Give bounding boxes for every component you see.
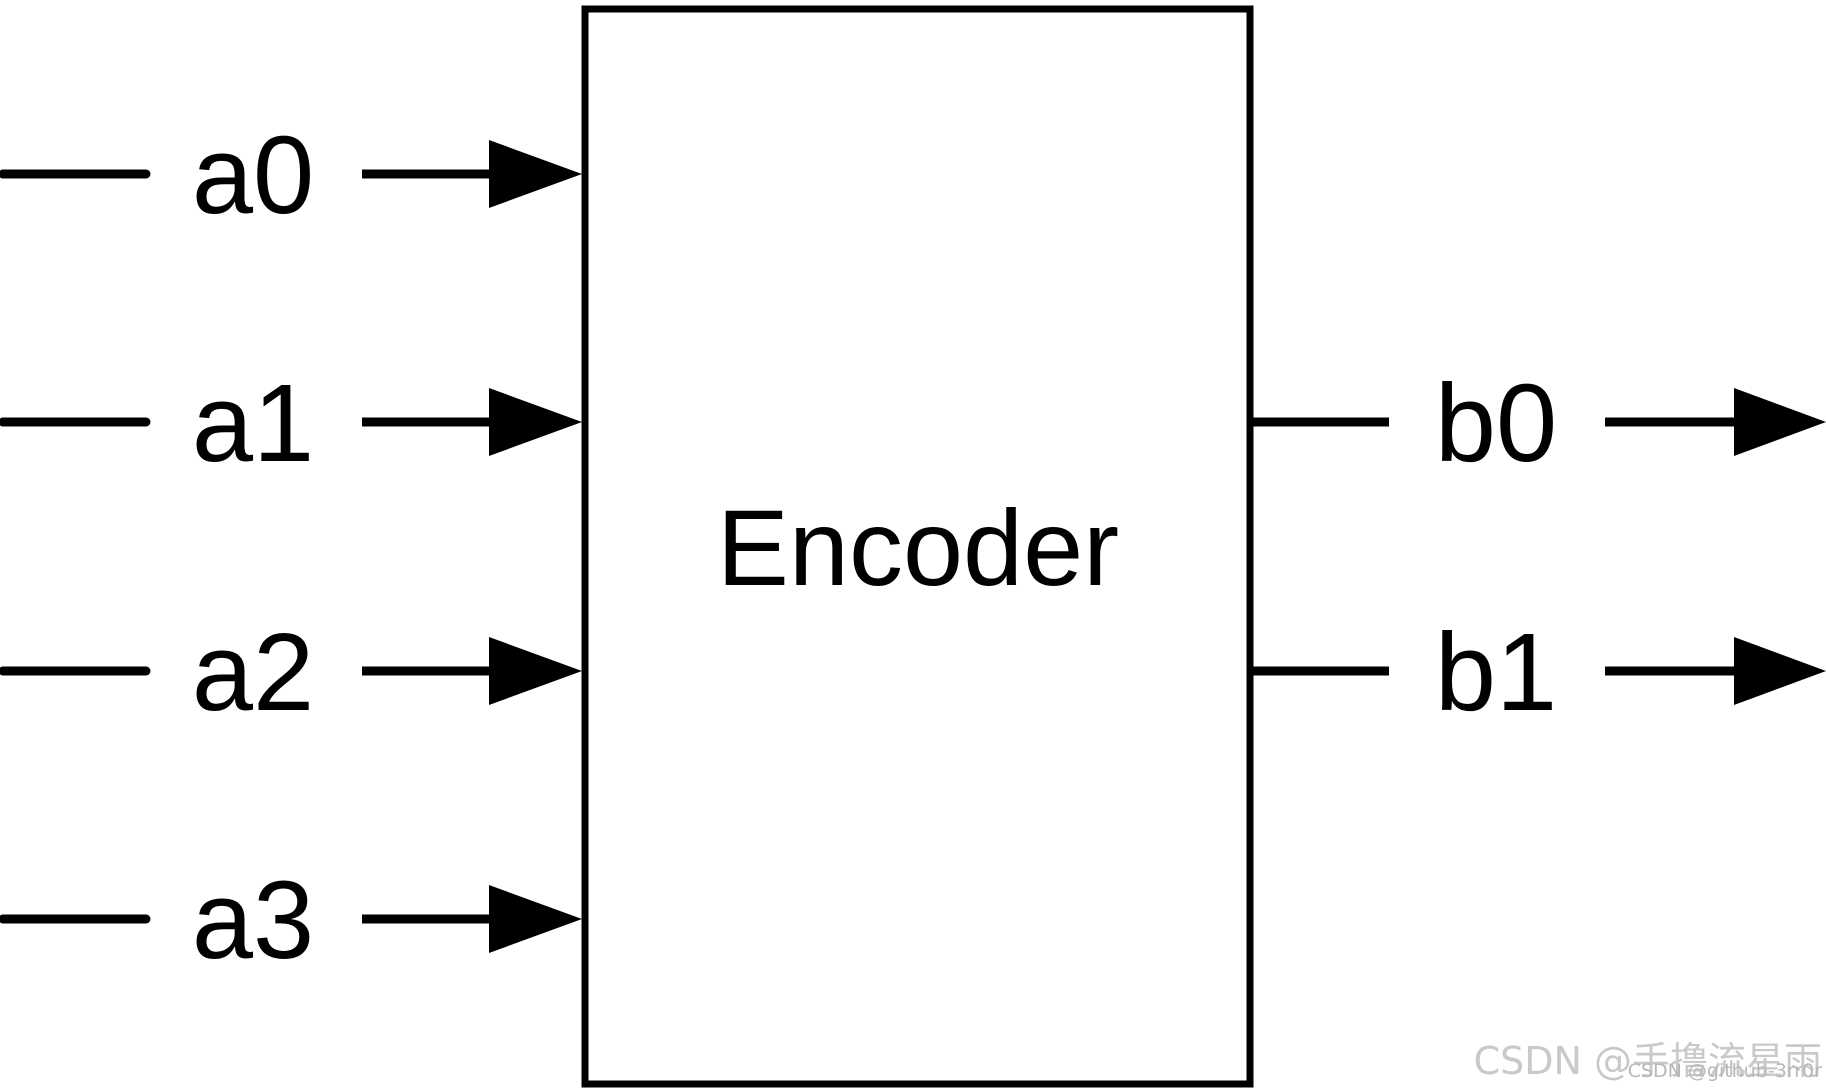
output-b1-label: b1 <box>1435 611 1557 734</box>
output-b0: b0 <box>1253 362 1826 485</box>
input-a3-label: a3 <box>192 859 314 982</box>
input-a1-arrowhead <box>489 388 582 456</box>
input-a2-arrowhead <box>489 637 582 705</box>
output-b0-label: b0 <box>1435 362 1557 485</box>
input-a1-label: a1 <box>192 362 314 485</box>
input-a3-arrowhead <box>489 885 582 953</box>
watermark: CSDN @手撸流星雨 CSDN @github-3rr0r <box>1474 1039 1823 1083</box>
output-b1: b1 <box>1253 611 1826 734</box>
input-a3: a3 <box>0 859 582 982</box>
watermark-sub-text: CSDN @github-3rr0r <box>1628 1060 1822 1082</box>
input-a2: a2 <box>0 611 582 734</box>
output-b1-arrowhead <box>1734 637 1826 705</box>
input-a2-label: a2 <box>192 611 314 734</box>
watermark-main-text: CSDN @手撸流星雨 <box>1474 1039 1822 1083</box>
encoder-block-label: Encoder <box>717 487 1119 608</box>
input-a1: a1 <box>0 362 582 485</box>
input-a0: a0 <box>0 114 582 237</box>
encoder-block <box>581 5 1254 1088</box>
input-a0-arrowhead <box>489 140 582 208</box>
input-a0-label: a0 <box>192 114 314 237</box>
output-b0-arrowhead <box>1734 388 1826 456</box>
